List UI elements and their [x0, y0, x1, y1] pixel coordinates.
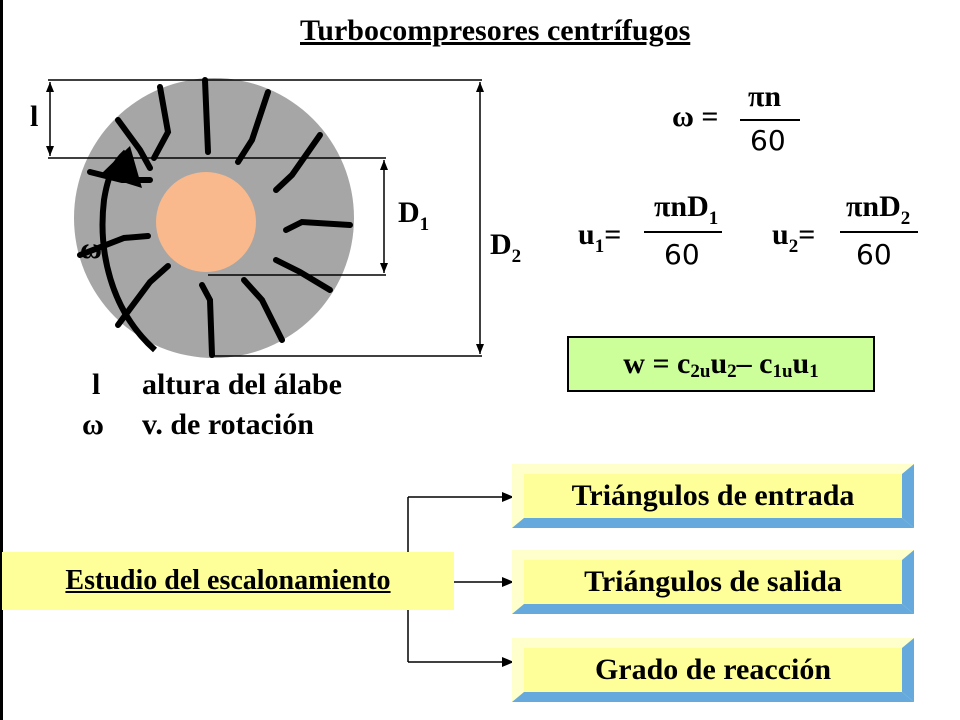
legend-symbol-l: l	[92, 368, 101, 401]
branch-label-salida: Triángulos de salida	[524, 560, 902, 604]
blade	[77, 233, 151, 258]
blade	[283, 218, 353, 233]
label-d1: D1	[398, 196, 430, 235]
blade	[202, 77, 211, 155]
branch-label-reaccion: Grado de reacción	[524, 648, 902, 692]
fraction-bars	[644, 119, 918, 233]
u2-formula-numerator: πnD2	[846, 190, 911, 229]
u1-formula-denominator: 60	[664, 238, 700, 271]
blade	[241, 277, 285, 343]
impeller-blades	[77, 77, 353, 358]
blade	[235, 89, 271, 165]
branch-grado-reaccion: Grado de reacción	[512, 638, 914, 702]
flow-arrowheads	[502, 492, 514, 667]
u1-formula-lhs: u1=	[578, 218, 622, 257]
omega-formula-denominator: 60	[750, 124, 786, 157]
blade	[151, 84, 172, 161]
branch-triangulos-salida: Triángulos de salida	[512, 550, 914, 614]
u1-formula-numerator: πnD1	[654, 190, 719, 229]
dimension-lines	[48, 79, 482, 357]
label-d2: D2	[490, 228, 522, 267]
legend-symbol-omega: ω	[82, 408, 104, 441]
study-root-box: Estudio del escalonamiento	[2, 552, 454, 610]
label-omega: ω	[80, 232, 102, 265]
blade	[273, 132, 323, 193]
rotation-arrow-head	[100, 146, 142, 188]
slide-left-border	[0, 0, 3, 720]
omega-formula-numerator: πn	[748, 80, 782, 113]
dimension-arrowheads	[46, 82, 484, 354]
omega-formula-lhs: ω =	[672, 100, 719, 133]
u2-formula-denominator: 60	[856, 238, 892, 271]
blade	[273, 257, 333, 293]
legend-text-omega: v. de rotación	[142, 408, 314, 441]
branch-triangulos-entrada: Triángulos de entrada	[512, 464, 914, 528]
legend-text-l: altura del álabe	[142, 368, 342, 401]
u2-formula-lhs: u2=	[772, 218, 816, 257]
impeller-hub	[156, 172, 256, 272]
label-l: l	[30, 100, 39, 133]
slide-title: Turbocompresores centrífugos	[300, 14, 691, 47]
study-root-label: Estudio del escalonamiento	[65, 565, 391, 596]
branch-label-entrada: Triángulos de entrada	[524, 474, 902, 518]
blade	[115, 263, 171, 328]
blade	[199, 282, 215, 358]
blade	[115, 117, 153, 171]
